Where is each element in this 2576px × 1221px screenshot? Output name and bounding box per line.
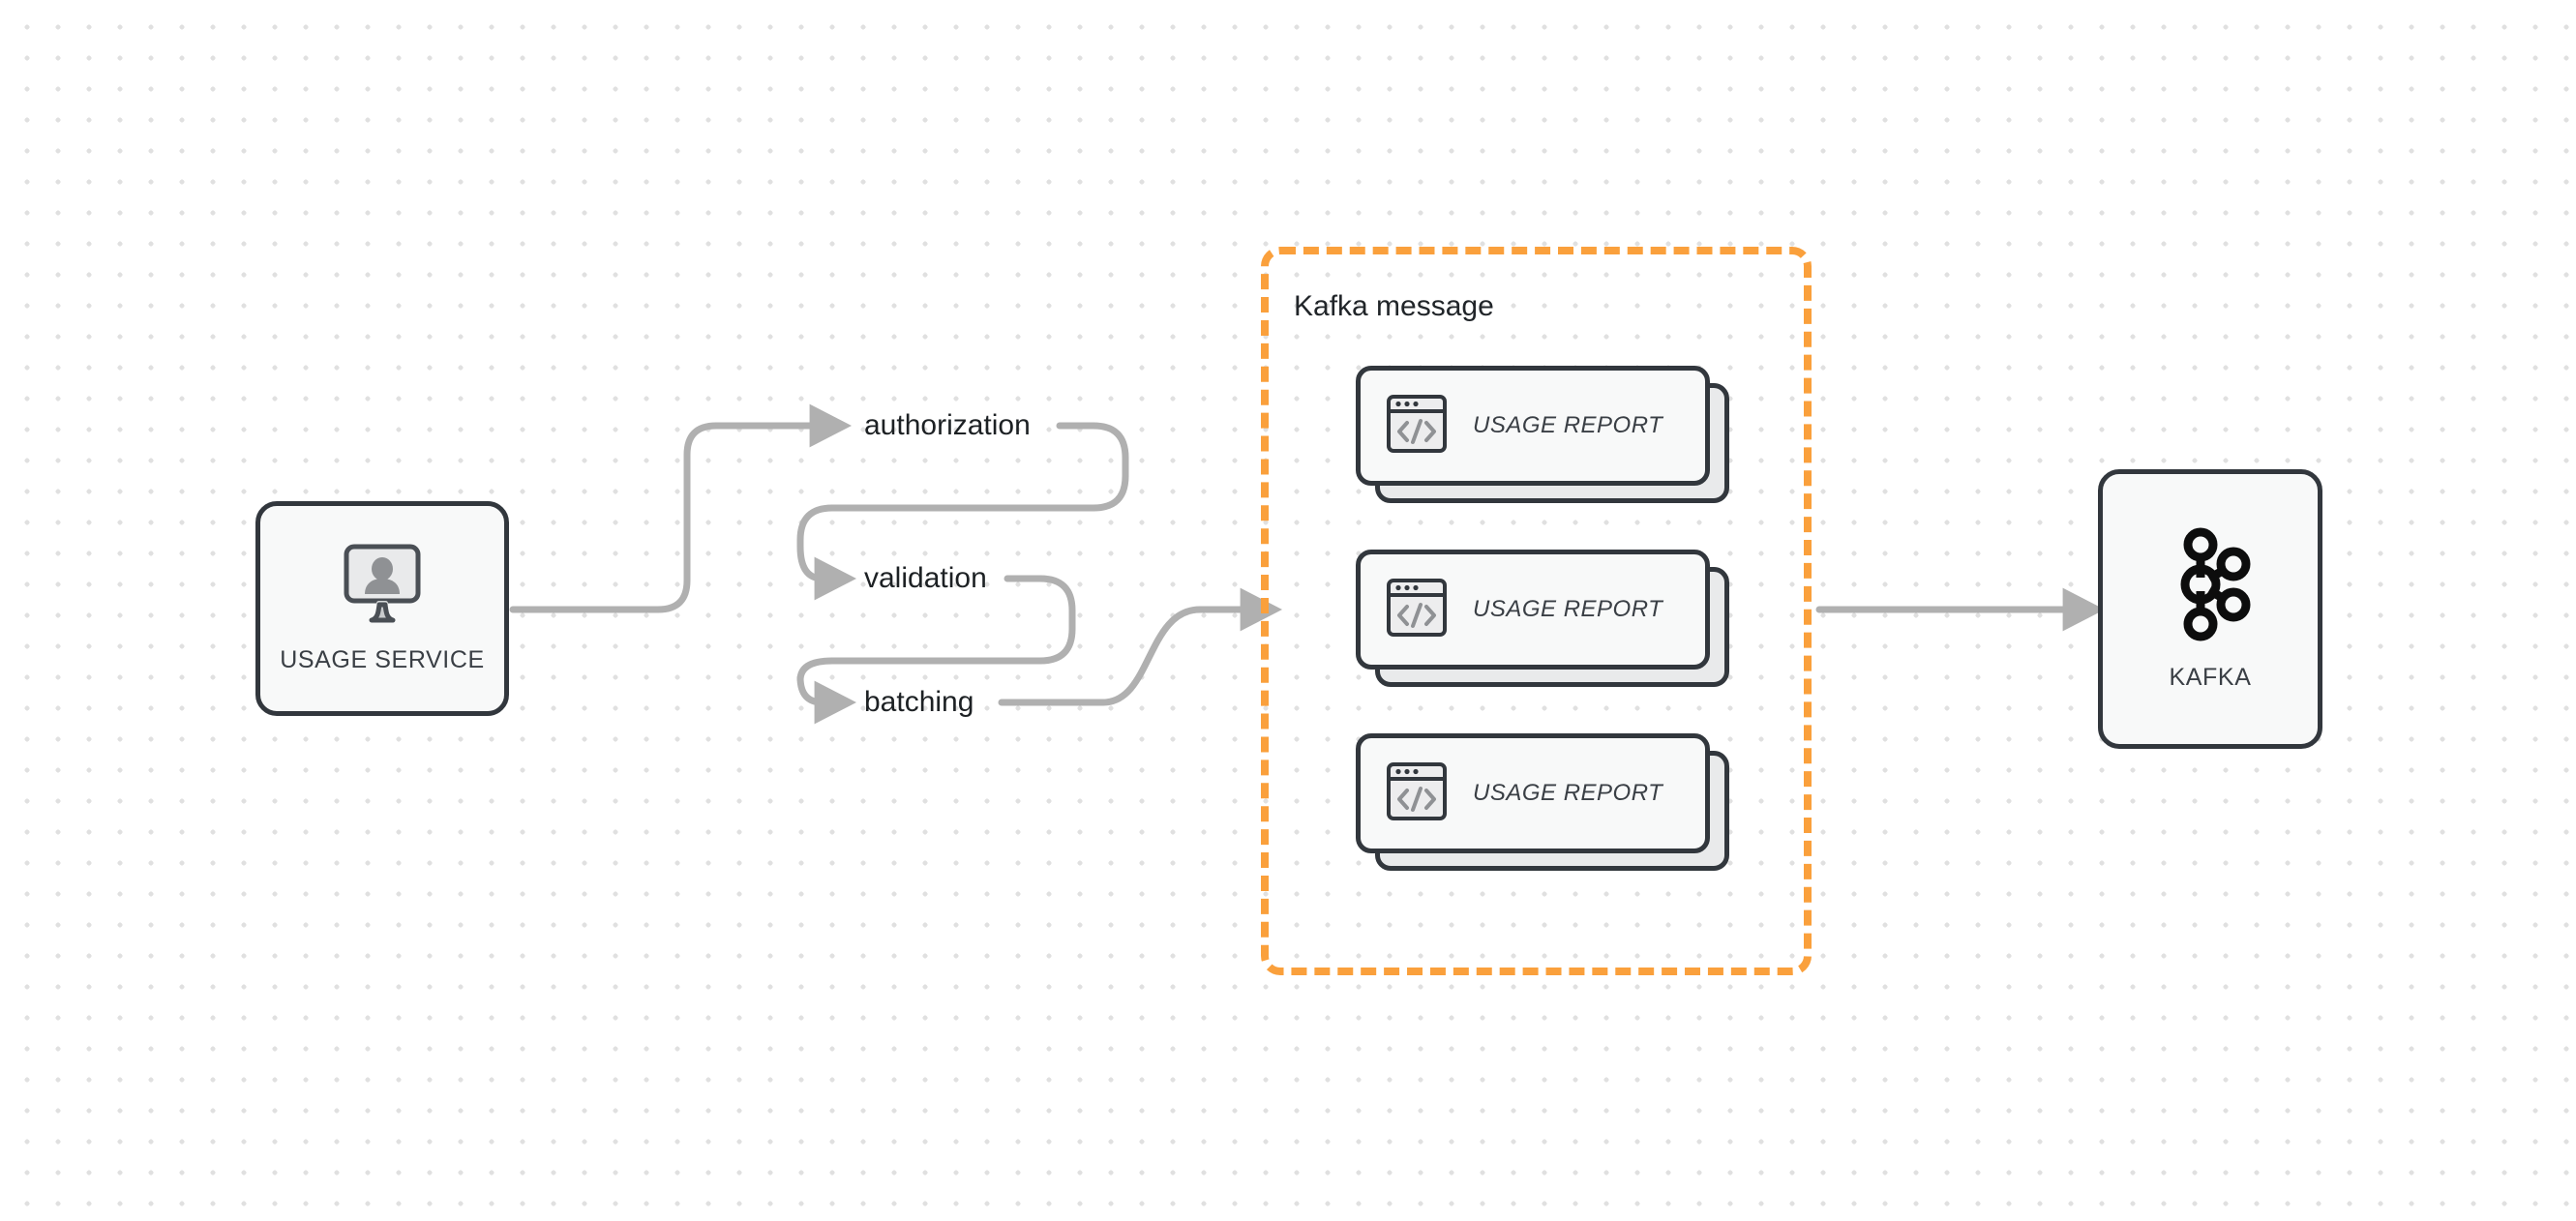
node-kafka-label: KAFKA	[2169, 663, 2252, 691]
card-usage-report[interactable]: USAGE REPORT	[1356, 550, 1729, 687]
group-kafka-message-title: Kafka message	[1294, 290, 1494, 322]
card-face[interactable]: USAGE REPORT	[1356, 550, 1710, 670]
step-label-authorization: authorization	[864, 409, 1031, 441]
kafka-logo-icon	[2162, 527, 2259, 646]
edge-batching-to-kafka-message	[998, 587, 1282, 706]
card-usage-report-label: USAGE REPORT	[1473, 780, 1663, 806]
card-usage-report-label: USAGE REPORT	[1473, 412, 1663, 438]
edge-usage-service-to-authorization	[509, 403, 852, 613]
step-label-batching: batching	[864, 686, 974, 718]
edge-authorization-to-validation	[796, 422, 1129, 601]
code-window-icon	[1386, 578, 1448, 642]
edge-validation-to-batching	[796, 575, 1076, 725]
card-usage-report[interactable]: USAGE REPORT	[1356, 733, 1729, 871]
node-usage-service-label: USAGE SERVICE	[280, 646, 485, 673]
node-kafka[interactable]: KAFKA	[2098, 469, 2322, 749]
step-label-validation: validation	[864, 562, 987, 594]
card-usage-report[interactable]: USAGE REPORT	[1356, 366, 1729, 503]
code-window-icon	[1386, 394, 1448, 459]
card-usage-report-label: USAGE REPORT	[1473, 596, 1663, 622]
group-kafka-message	[1261, 247, 1812, 975]
monitor-user-icon	[336, 543, 429, 631]
card-face[interactable]: USAGE REPORT	[1356, 733, 1710, 853]
node-usage-service[interactable]: USAGE SERVICE	[255, 501, 509, 716]
code-window-icon	[1386, 761, 1448, 826]
card-face[interactable]: USAGE REPORT	[1356, 366, 1710, 486]
